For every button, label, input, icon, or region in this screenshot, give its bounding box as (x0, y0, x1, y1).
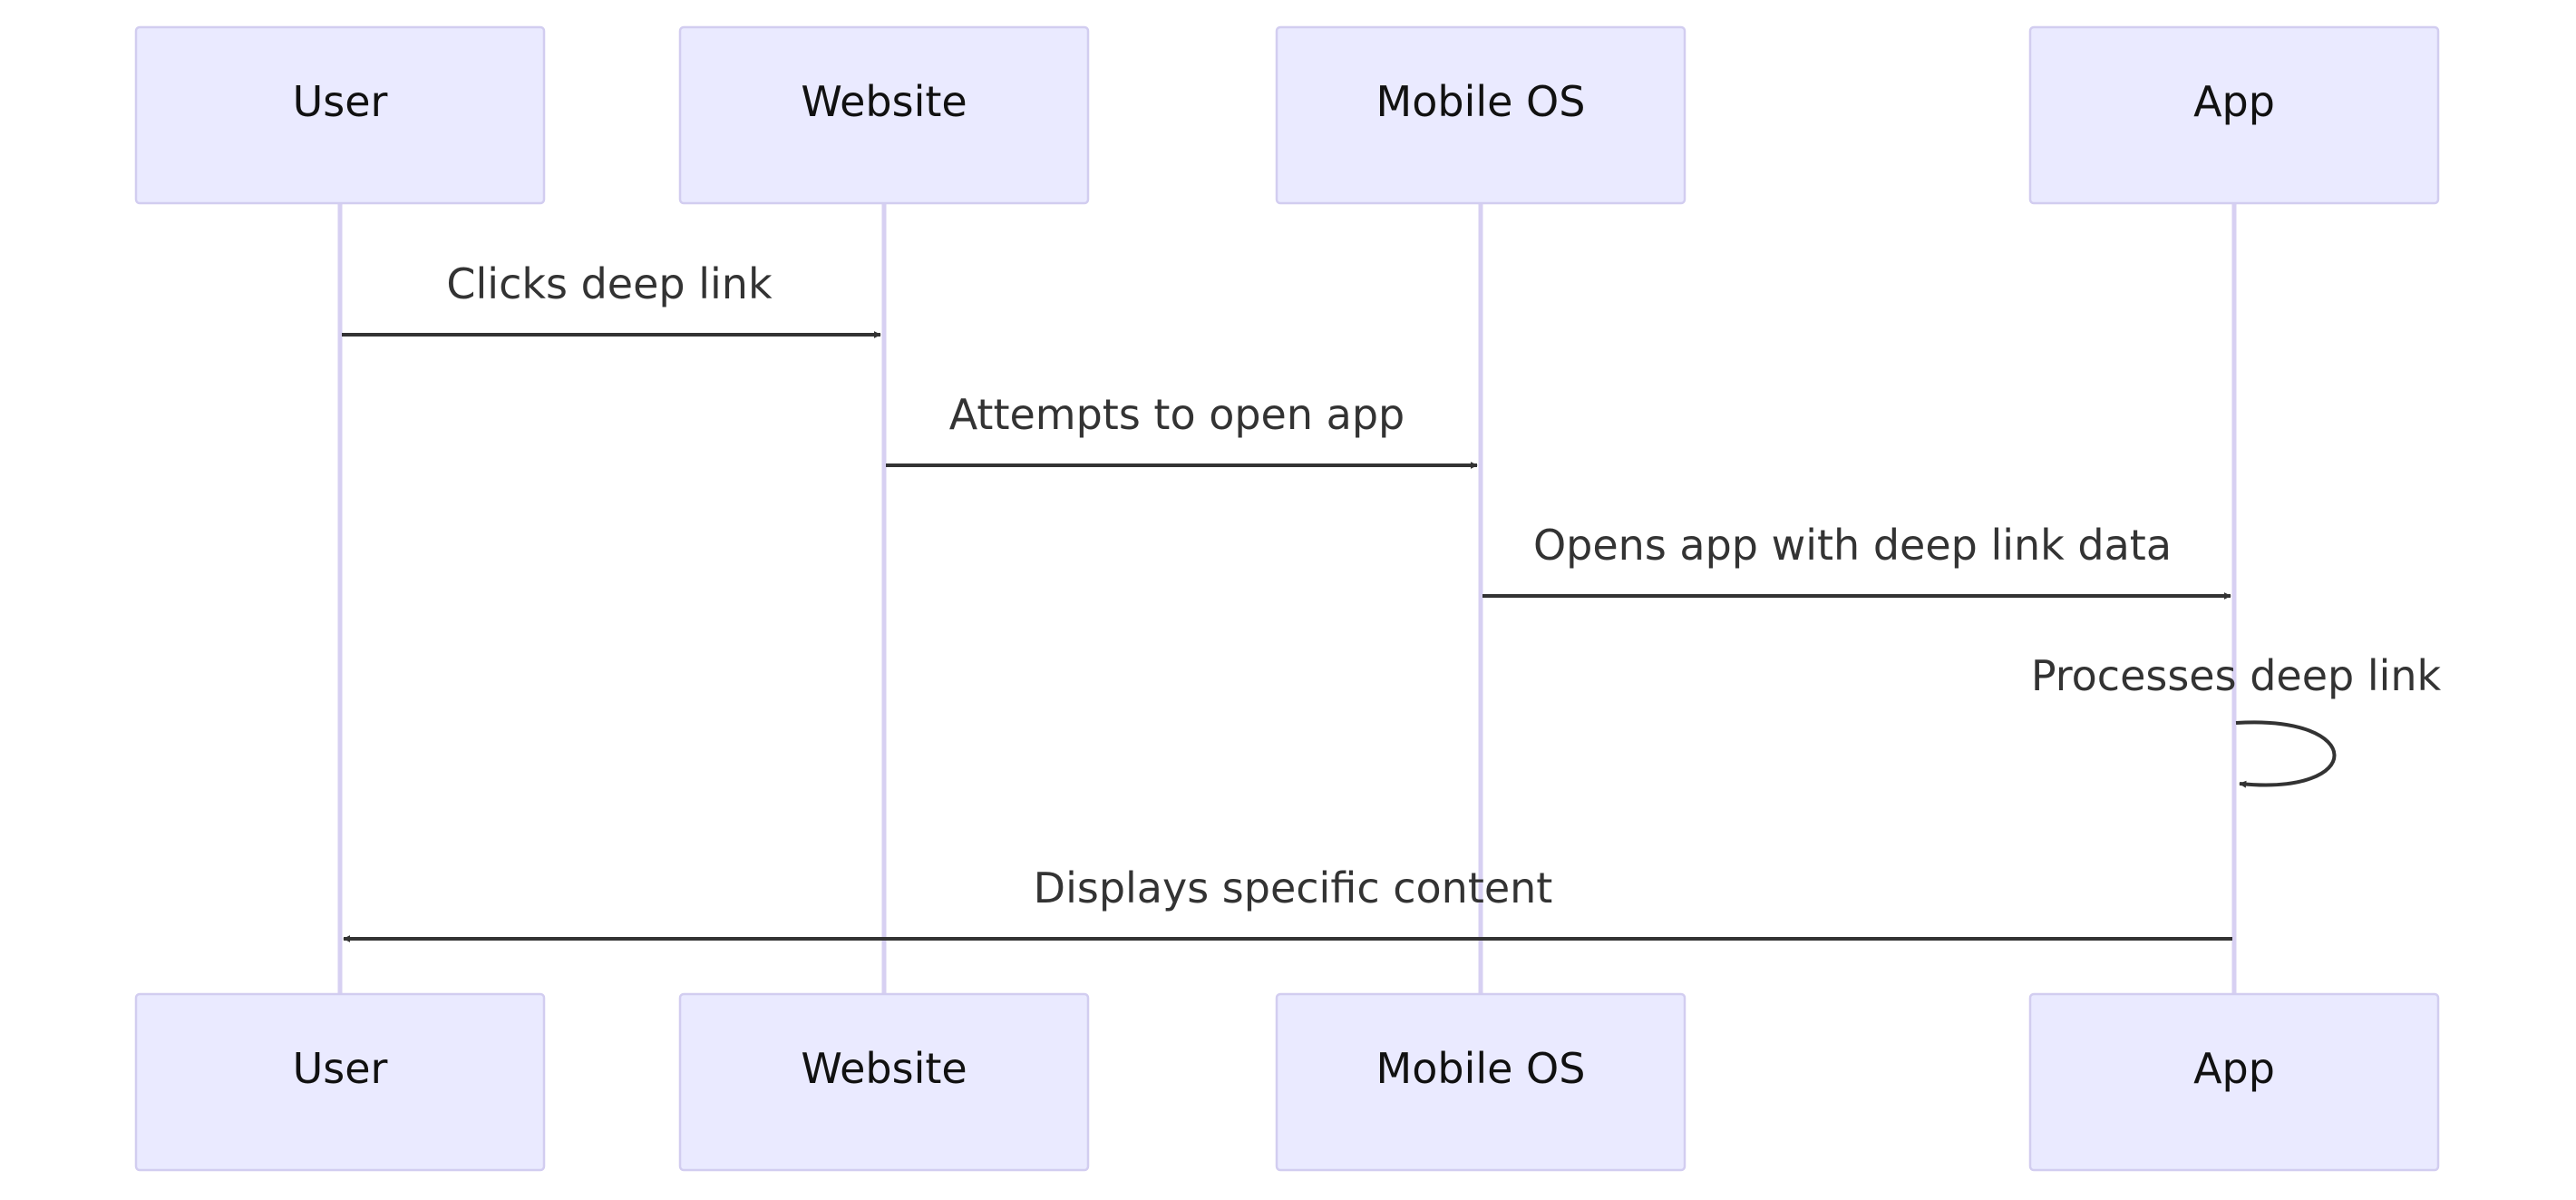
message-label: Displays specific content (1034, 863, 1553, 912)
actor-label: App (2193, 77, 2275, 126)
actor-app-top: App (2028, 25, 2440, 205)
actor-user-top: User (134, 25, 546, 205)
message-displays-specific-content: Displays specific content (343, 863, 2232, 942)
message-opens-app: Opens app with deep link data (1482, 521, 2231, 600)
message-label: Processes deep link (2031, 651, 2442, 700)
actor-website-top: Website (678, 25, 1090, 205)
actor-label: User (293, 77, 388, 126)
actor-user-bottom: User (134, 992, 546, 1172)
message-processes-deep-link: Processes deep link (2031, 651, 2442, 788)
actor-label: Mobile OS (1376, 77, 1586, 126)
top-actors: User Website Mobile OS App (134, 25, 2440, 205)
bottom-actors: User Website Mobile OS App (134, 992, 2440, 1172)
self-message-arrow (2235, 720, 2337, 788)
message-attempts-to-open-app: Attempts to open app (886, 390, 1478, 469)
actor-mobile-os-bottom: Mobile OS (1275, 992, 1687, 1172)
lifelines (337, 203, 2237, 994)
message-label: Opens app with deep link data (1533, 521, 2172, 570)
message-label: Attempts to open app (949, 390, 1405, 439)
actor-label: User (293, 1044, 388, 1093)
messages: Clicks deep link Attempts to open app Op… (342, 259, 2442, 942)
message-label: Clicks deep link (446, 259, 773, 308)
actor-mobile-os-top: Mobile OS (1275, 25, 1687, 205)
actor-label: Website (801, 1044, 967, 1093)
actor-label: App (2193, 1044, 2275, 1093)
message-clicks-deep-link: Clicks deep link (342, 259, 881, 338)
actor-app-bottom: App (2028, 992, 2440, 1172)
actor-website-bottom: Website (678, 992, 1090, 1172)
actor-label: Website (801, 77, 967, 126)
actor-label: Mobile OS (1376, 1044, 1586, 1093)
